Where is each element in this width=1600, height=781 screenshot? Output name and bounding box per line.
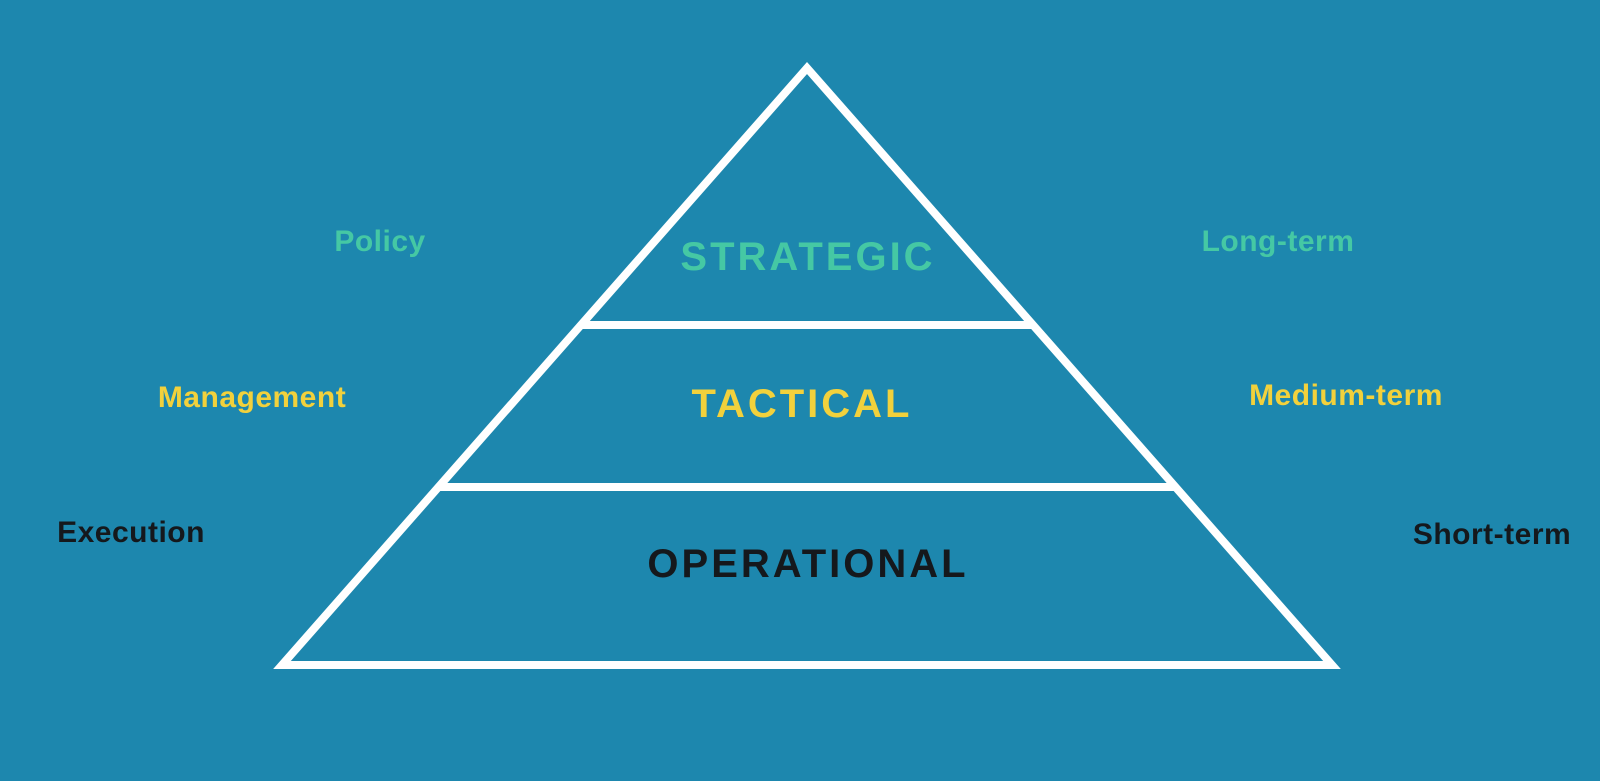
pyramid-triangle <box>273 61 1341 669</box>
side-label-long-term: Long-term <box>1201 225 1355 258</box>
side-label-medium-term: Medium-term <box>1249 379 1443 412</box>
side-label-execution: Execution <box>57 516 205 549</box>
side-label-policy: Policy <box>334 225 426 258</box>
side-label-management: Management <box>157 381 347 414</box>
tier-label-strategic: STRATEGIC <box>680 235 936 279</box>
tier-label-operational: OPERATIONAL <box>647 542 969 586</box>
side-label-short-term: Short-term <box>1412 518 1572 551</box>
tier-label-tactical: TACTICAL <box>691 382 913 426</box>
